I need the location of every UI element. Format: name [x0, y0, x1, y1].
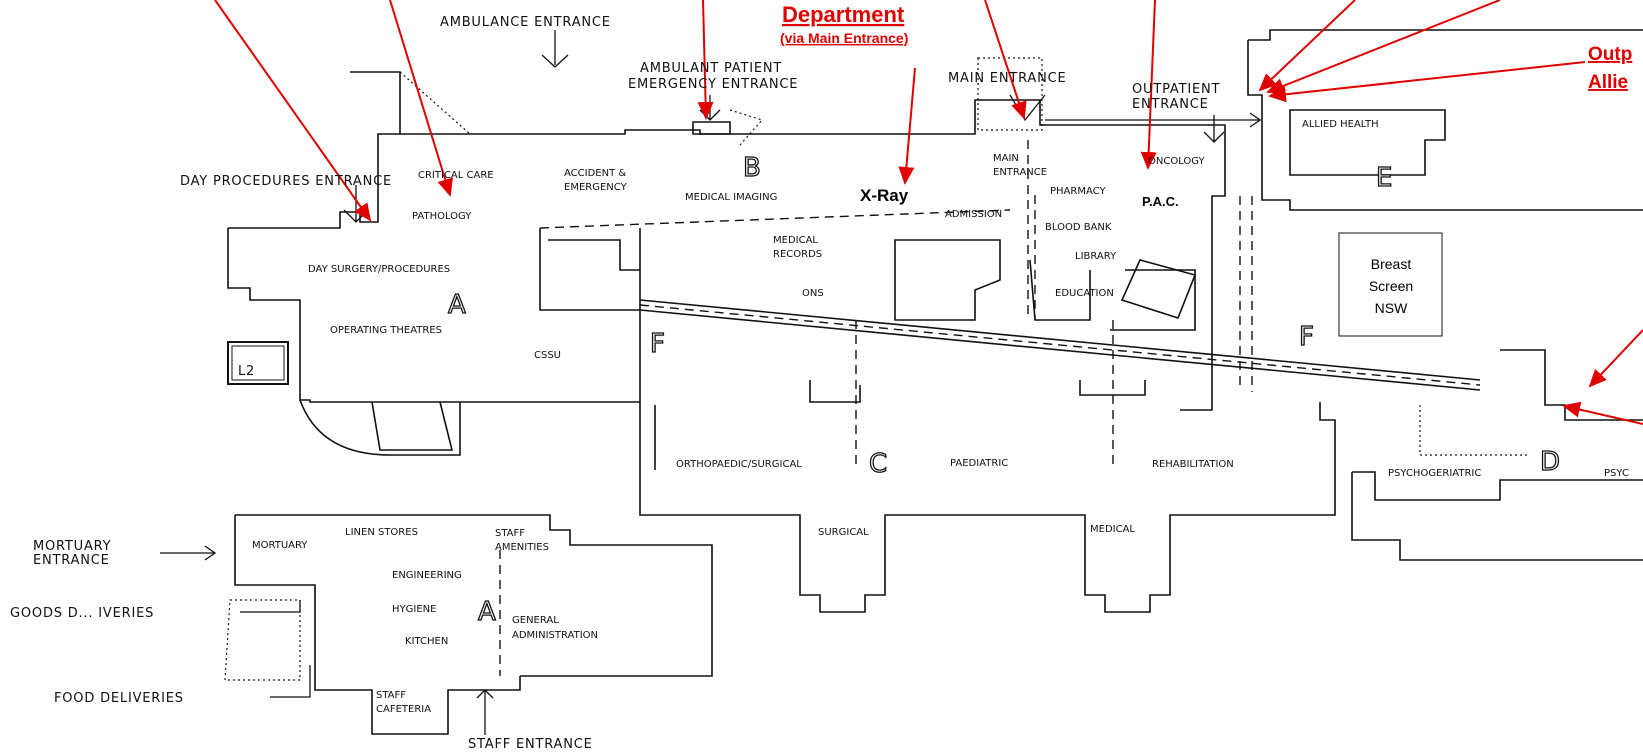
section-f-left-letter: F	[650, 329, 665, 359]
ambulant-patient-label-2: EMERGENCY ENTRANCE	[628, 77, 798, 92]
main-entrance-label: MAIN ENTRANCE	[948, 71, 1067, 86]
breast-screen-line1: Breast	[1371, 256, 1412, 272]
staff-amenities-label-1: STAFF	[495, 528, 525, 539]
day-surgery-label: DAY SURGERY/PROCEDURES	[308, 264, 450, 275]
medical-records-label-1: MEDICAL	[773, 235, 818, 246]
pac-label: P.A.C.	[1142, 194, 1179, 209]
goods-deliveries-label: GOODS D... IVERIES	[10, 606, 154, 621]
mortuary-label: MORTUARY	[252, 540, 308, 551]
day-procedures-entrance-label: DAY PROCEDURES ENTRANCE	[180, 174, 392, 189]
staff-entrance-label: STAFF ENTRANCE	[468, 737, 593, 752]
admission-label: ADMISSION	[945, 209, 1002, 220]
blood-bank-label: BLOOD BANK	[1045, 222, 1112, 233]
staff-cafeteria-label-1: STAFF	[376, 690, 406, 701]
ambulance-entrance-label: AMBULANCE ENTRANCE	[440, 15, 611, 30]
section-a-letter: A	[448, 290, 466, 320]
education-label: EDUCATION	[1055, 288, 1114, 299]
allied-health-label: ALLIED HEALTH	[1302, 119, 1379, 130]
section-c-letter: C	[869, 449, 887, 479]
library-label: LIBRARY	[1075, 251, 1117, 262]
rehabilitation-label: REHABILITATION	[1152, 459, 1234, 470]
hygiene-label: HYGIENE	[392, 604, 436, 615]
section-d-letter: D	[1540, 447, 1560, 477]
section-a2-letter: A	[478, 597, 496, 627]
surgical-label: SURGICAL	[818, 527, 869, 538]
pharmacy-label: PHARMACY	[1050, 186, 1106, 197]
ambulant-patient-label-1: AMBULANT PATIENT	[640, 61, 782, 76]
pathology-label: PATHOLOGY	[412, 211, 472, 222]
linen-stores-label: LINEN STORES	[345, 527, 418, 538]
food-deliveries-label: FOOD DELIVERIES	[54, 691, 184, 706]
department-label: Department	[782, 2, 905, 27]
medical-records-label-2: RECORDS	[773, 249, 822, 260]
xray-label: X-Ray	[860, 186, 909, 205]
psychogeriatric-label: PSYCHOGERIATRIC	[1388, 468, 1481, 479]
engineering-label: ENGINEERING	[392, 570, 462, 581]
main-entrance-room-label-2: ENTRANCE	[993, 167, 1047, 178]
outpatient-entrance-label-1: OUTPATIENT	[1132, 82, 1220, 97]
annotation-arrows	[214, 0, 1643, 425]
entrance-arrows	[160, 30, 1262, 735]
operating-theatres-label: OPERATING THEATRES	[330, 325, 442, 336]
critical-care-label: CRITICAL CARE	[418, 170, 494, 181]
kitchen-label: KITCHEN	[405, 636, 448, 647]
building-outlines	[224, 29, 1643, 735]
paediatric-label: PAEDIATRIC	[950, 458, 1008, 469]
main-entrance-room-label-1: MAIN	[993, 153, 1019, 164]
medical-imaging-label: MEDICAL IMAGING	[685, 192, 777, 203]
accident-label-2: EMERGENCY	[564, 182, 628, 193]
staff-cafeteria-label-2: CAFETERIA	[376, 704, 431, 715]
psyc-partial-label: PSYC	[1604, 468, 1629, 479]
orthopaedic-label: ORTHOPAEDIC/SURGICAL	[676, 459, 802, 470]
medical-label: MEDICAL	[1090, 524, 1135, 535]
staff-amenities-label-2: AMENITIES	[495, 542, 549, 553]
ons-label: ONS	[802, 288, 824, 299]
outpatient-entrance-label-2: ENTRANCE	[1132, 97, 1209, 112]
accident-label-1: ACCIDENT &	[564, 168, 626, 179]
general-admin-label-1: GENERAL	[512, 615, 559, 626]
section-b-letter: B	[743, 153, 761, 183]
cssu-label: CSSU	[534, 350, 561, 361]
via-main-entrance-label: (via Main Entrance)	[780, 30, 908, 46]
breast-screen-line2: Screen	[1369, 278, 1413, 294]
section-f-right-letter: F	[1299, 322, 1314, 352]
general-admin-label-2: ADMINISTRATION	[512, 630, 598, 641]
oncology-label: ONCOLOGY	[1148, 156, 1206, 167]
mortuary-entrance-label-1: MORTUARY	[33, 539, 111, 554]
allied-partial-label: Allie	[1588, 72, 1628, 93]
level-label: L2	[238, 364, 255, 379]
mortuary-entrance-label-2: ENTRANCE	[33, 553, 110, 568]
section-e-letter: E	[1376, 163, 1392, 193]
breast-screen-line3: NSW	[1375, 300, 1408, 316]
outpatients-partial-label: Outp	[1588, 44, 1632, 65]
